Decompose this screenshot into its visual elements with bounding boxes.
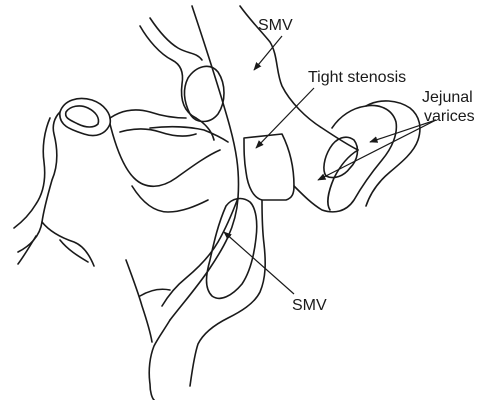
smv-lower: [126, 198, 265, 400]
arrow-jejunal-2: [318, 120, 436, 180]
arrow-smv-bottom: [224, 232, 294, 294]
label-smv-bottom-group: SMV: [224, 232, 327, 314]
jejunal-varices: [294, 101, 420, 212]
stenosis-segment: [244, 134, 294, 200]
left-upper-collaterals: [14, 18, 228, 266]
label-smv-top-group: SMV: [254, 17, 293, 70]
arrow-smv-top: [254, 36, 282, 70]
label-jejunal-line1: Jejunal: [422, 89, 473, 106]
label-smv-bottom: SMV: [292, 297, 327, 314]
label-tight-stenosis: Tight stenosis: [308, 69, 406, 86]
label-smv-top: SMV: [258, 17, 293, 34]
arrow-jejunal-1: [370, 120, 436, 142]
